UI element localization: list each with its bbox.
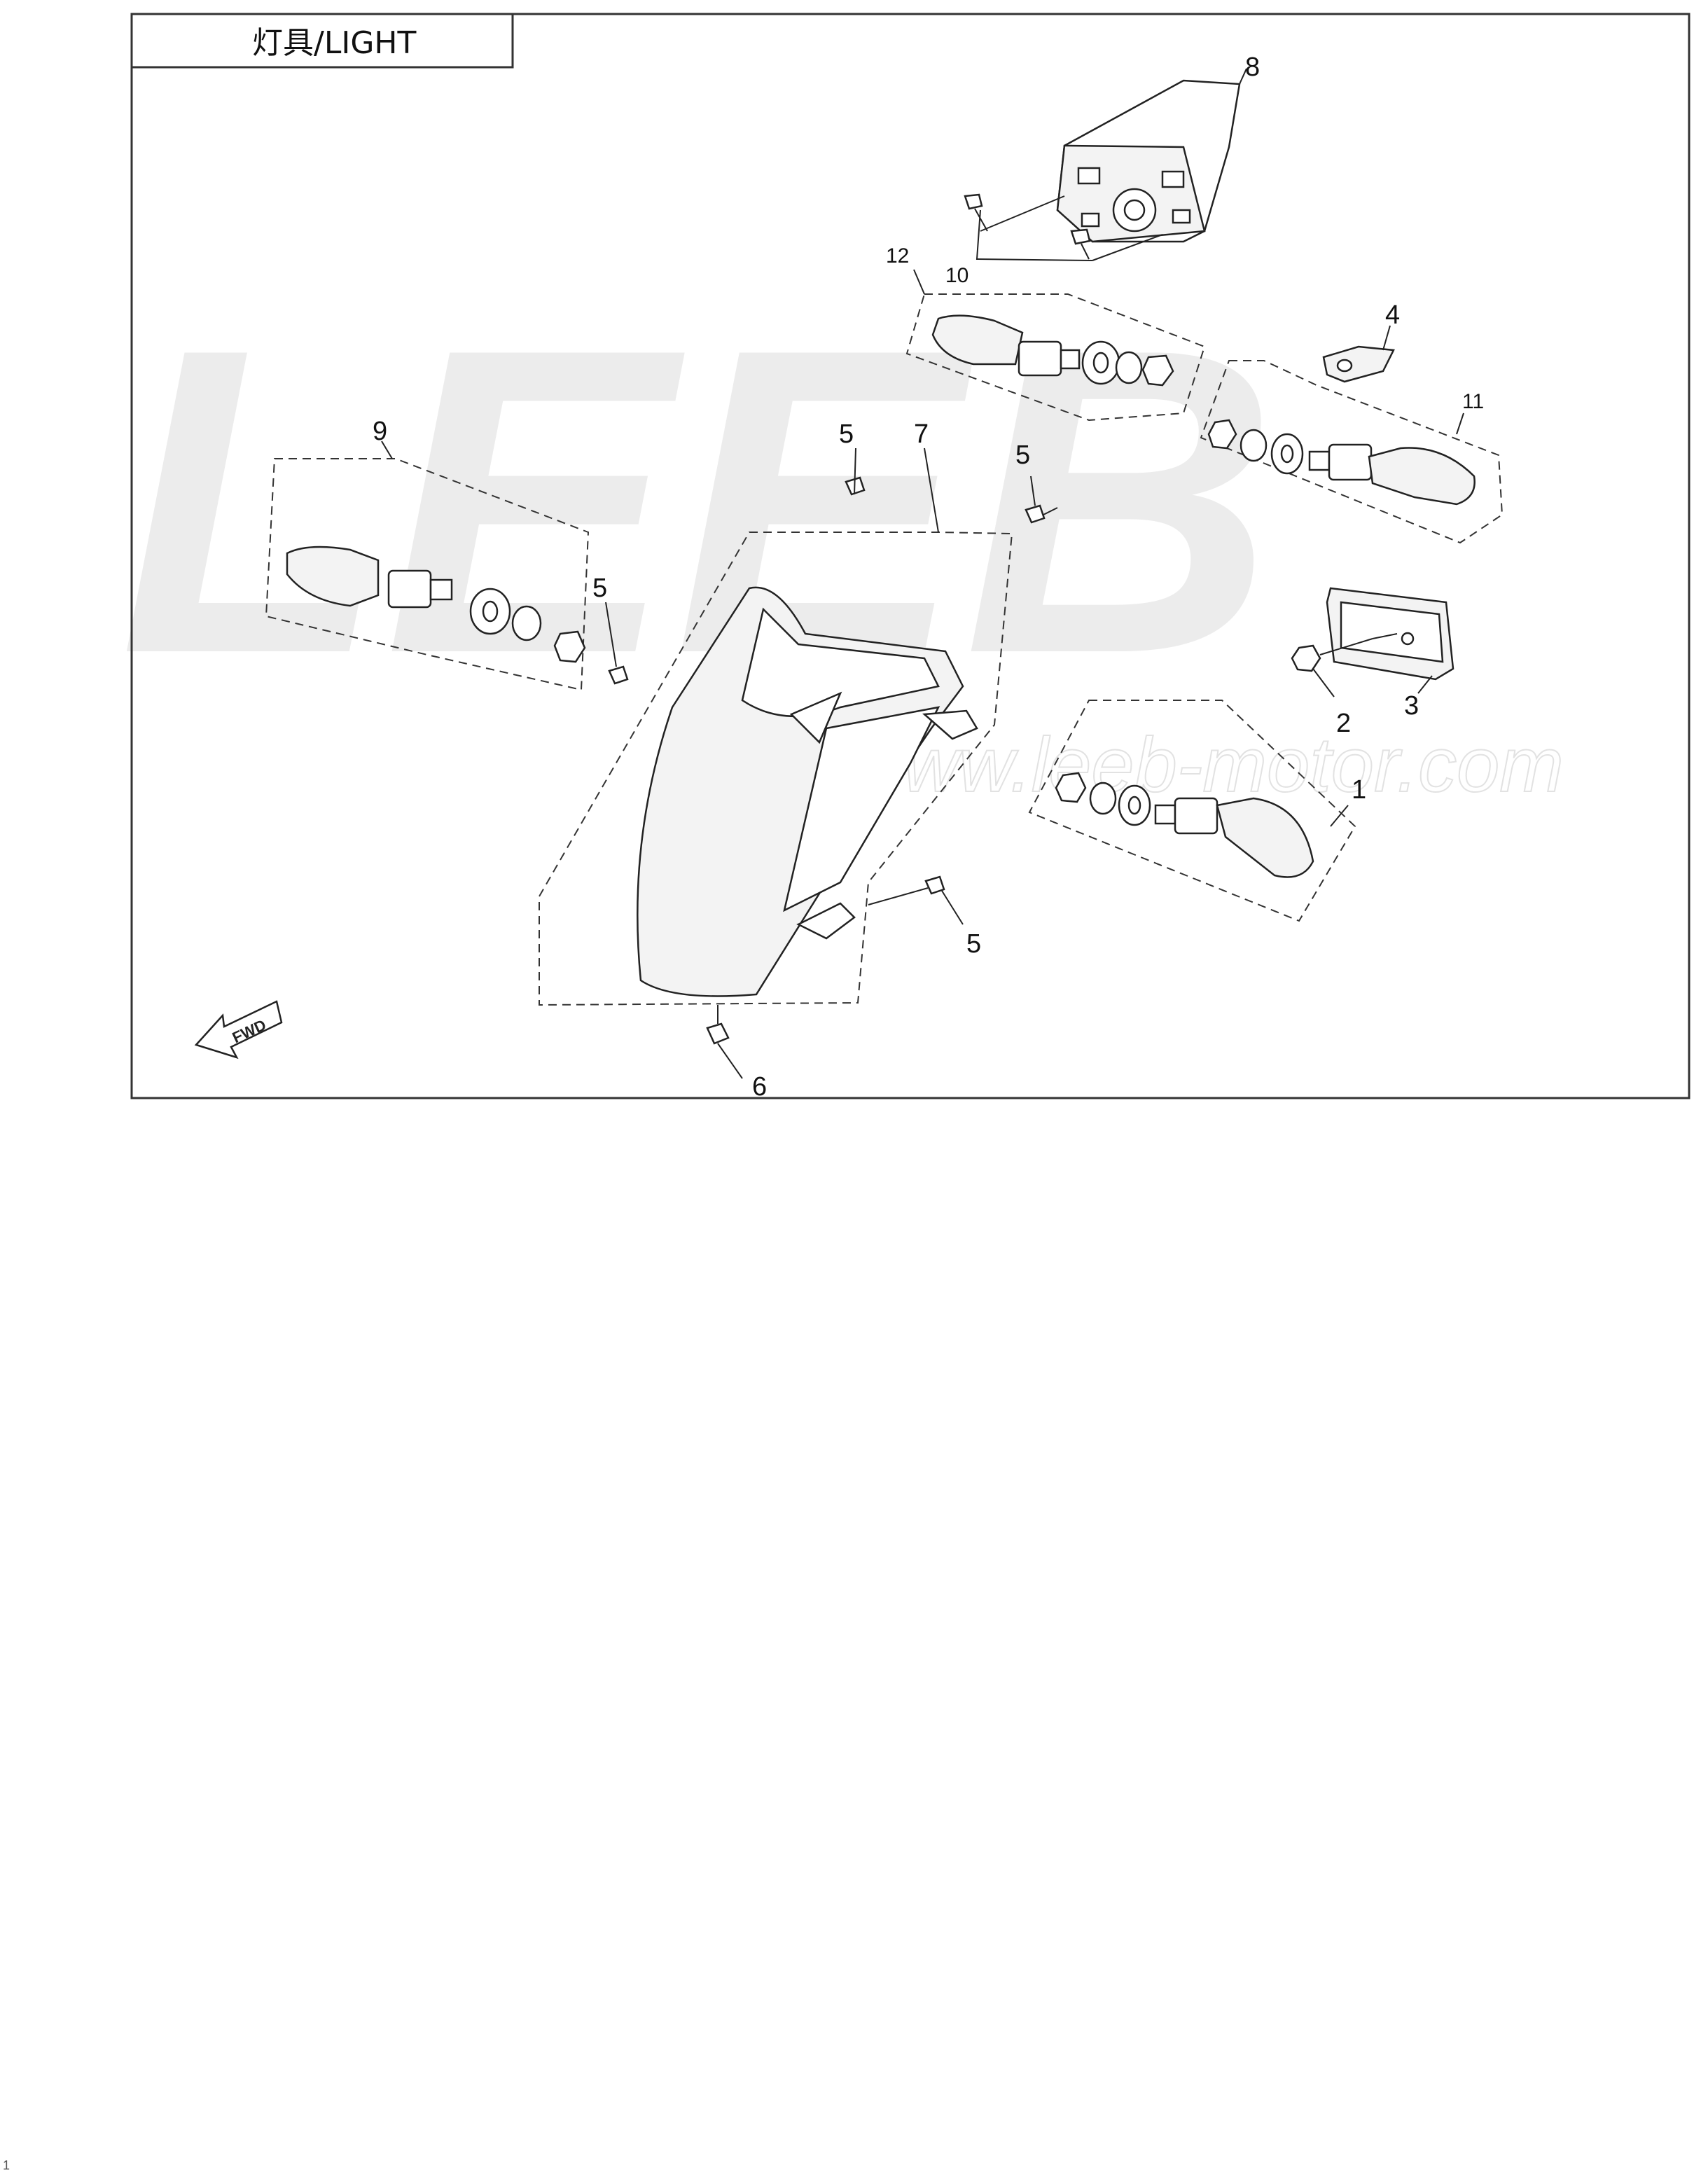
watermark: LEEB www.leeb-motor.com xyxy=(119,259,1564,809)
diagram-frame xyxy=(130,13,1690,1099)
callout-5b: 5 xyxy=(1015,440,1030,470)
tail-lamp-part-8 xyxy=(1056,68,1247,243)
callout-5c: 5 xyxy=(592,574,607,603)
page-number: 1 xyxy=(3,2158,10,2172)
callouts: 8 12 10 4 11 9 5 7 5 5 2 3 1 5 6 xyxy=(373,53,1484,1102)
front-right-signal-part-1 xyxy=(1028,700,1356,922)
clip-part-6 xyxy=(706,1005,743,1079)
callout-12: 12 xyxy=(886,244,909,268)
headlight-part-7 xyxy=(539,447,1013,1006)
watermark-url: www.leeb-motor.com xyxy=(847,722,1564,808)
callout-2: 2 xyxy=(1336,709,1351,738)
rear-right-signal-part-11 xyxy=(1200,360,1504,544)
callout-1: 1 xyxy=(1352,775,1366,805)
reflector-part-3 xyxy=(1326,587,1454,694)
callout-3: 3 xyxy=(1404,691,1419,721)
nut-part-2 xyxy=(1291,638,1373,697)
diagram-title: 灯具/LIGHT xyxy=(252,25,416,61)
callout-5d: 5 xyxy=(966,929,981,959)
callout-9: 9 xyxy=(373,417,387,446)
fwd-arrow-icon: FWD xyxy=(194,1000,283,1060)
callout-4: 4 xyxy=(1385,300,1400,330)
callout-5a: 5 xyxy=(839,419,854,449)
callout-8: 8 xyxy=(1245,53,1260,82)
front-left-signal-part-9 xyxy=(265,440,590,691)
bracket-part-4 xyxy=(1322,325,1395,383)
callout-11: 11 xyxy=(1462,390,1484,413)
callout-7: 7 xyxy=(914,419,929,449)
rear-left-signal-part-12 xyxy=(905,269,1206,422)
callout-6: 6 xyxy=(752,1072,767,1102)
screws-part-5 xyxy=(605,447,1058,925)
callout-10: 10 xyxy=(945,264,968,287)
screws-part-10 xyxy=(964,193,1163,261)
watermark-brand: LEEB xyxy=(119,259,1277,744)
title-box: 灯具/LIGHT xyxy=(130,13,514,69)
